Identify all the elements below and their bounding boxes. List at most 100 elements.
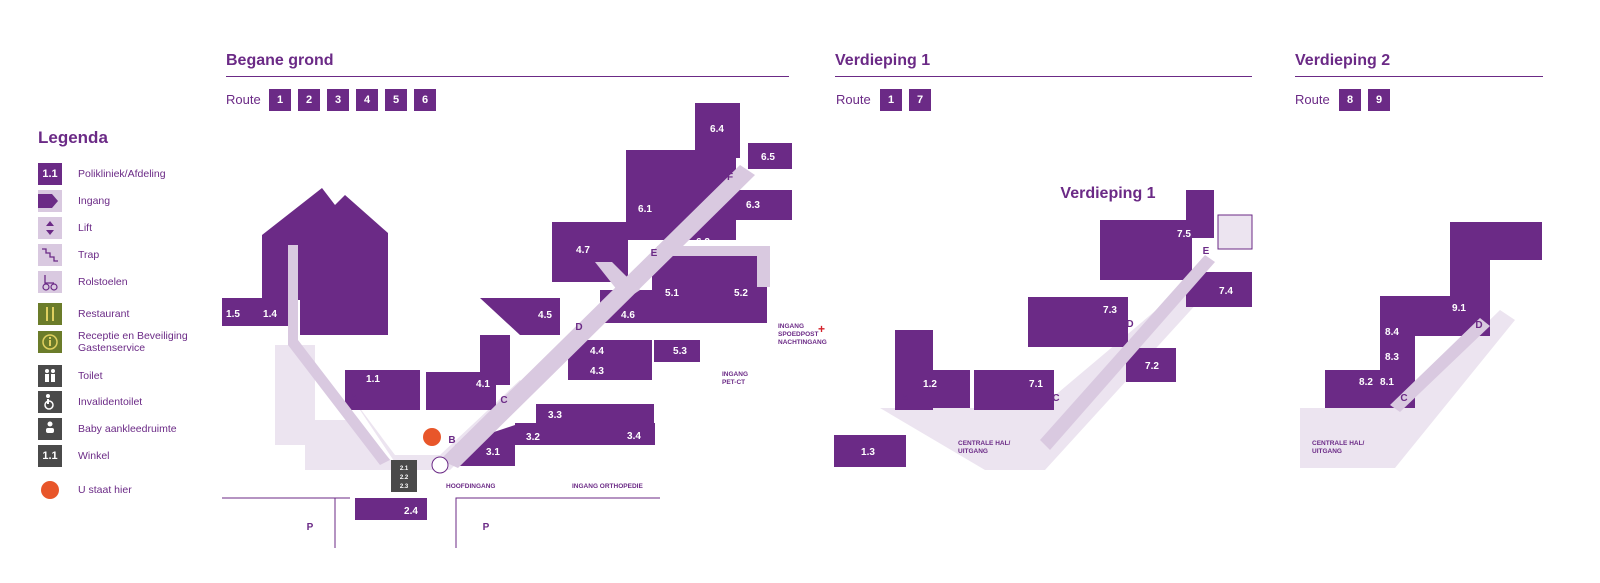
route-button[interactable]: 8	[1339, 89, 1361, 111]
zone-label: D	[1475, 320, 1482, 331]
room-label: 8.2	[1359, 377, 1373, 388]
room-label: 4.6	[621, 310, 635, 321]
zone-label: C	[1052, 393, 1059, 404]
info-icon	[38, 331, 62, 353]
legend-item-lift: Lift	[38, 216, 92, 240]
lift-icon	[38, 217, 62, 239]
legend-label: Lift	[78, 222, 93, 234]
route-button[interactable]: 3	[327, 89, 349, 111]
route-button[interactable]: 1	[269, 89, 291, 111]
room-label: 6.2	[696, 237, 710, 248]
legend-item-stairs: Trap	[38, 243, 99, 267]
entrance-hoofd-label: HOOFDINGANG	[446, 483, 495, 490]
accessible-toilet-icon	[38, 391, 62, 413]
room-label: 5.2	[734, 288, 748, 299]
floor-title-second: Verdieping 2	[1295, 52, 1391, 69]
route-button[interactable]: 1	[880, 89, 902, 111]
department-icon: 1.1	[38, 163, 62, 185]
room-label: 8.4	[1385, 327, 1399, 338]
room-label: 3.4	[627, 431, 641, 442]
floor-divider	[226, 76, 789, 77]
ground-floor-map	[222, 103, 792, 548]
shop-label: 2.3	[400, 484, 409, 490]
legend-item-department: 1.1 Polikliniek/Afdeling	[38, 162, 166, 186]
zone-label: D	[1126, 319, 1133, 330]
shop-icon: 1.1	[38, 445, 62, 467]
legend-label: Winkel	[78, 450, 110, 462]
legend-item-baby: Baby aankleedruimte	[38, 417, 177, 441]
zone-label: B	[448, 435, 455, 446]
zone-label: C	[500, 395, 507, 406]
route-label: Route	[1295, 92, 1330, 107]
legend-item-here: U staat hier	[38, 478, 132, 502]
legend-label: Ingang	[78, 195, 111, 207]
entrance-icon	[38, 190, 62, 212]
room-label: 4.3	[590, 366, 604, 377]
zone-label: E	[651, 248, 658, 259]
baby-changing-icon	[38, 418, 62, 440]
room-label: 4.1	[476, 379, 490, 390]
route-button[interactable]: 6	[414, 89, 436, 111]
you-are-here-icon	[38, 479, 62, 501]
room-label: 4.5	[538, 310, 552, 321]
legend-item-shop: 1.1 Winkel	[38, 444, 110, 468]
legend-item-wheelchair: Rolstoelen	[38, 270, 128, 294]
first-floor-map	[834, 190, 1253, 470]
parking-label: P	[483, 522, 490, 533]
route-label: Route	[836, 92, 871, 107]
room-label: 9.1	[1452, 303, 1466, 314]
hall-label: CENTRALE HAL/UITGANG	[1312, 440, 1365, 455]
room-label: 3.3	[548, 410, 562, 421]
route-button[interactable]: 5	[385, 89, 407, 111]
room-label: 2.4	[404, 506, 418, 517]
legend-label: Rolstoelen	[78, 276, 128, 288]
room-label: 7.1	[1029, 379, 1043, 390]
route-button[interactable]: 7	[909, 89, 931, 111]
room-label: 1.5	[226, 309, 240, 320]
room-label: 4.4	[590, 346, 604, 357]
legend-item-entrance: Ingang	[38, 189, 110, 213]
zone-label: F	[727, 172, 733, 183]
toilet-icon	[38, 365, 62, 387]
legend-title: Legenda	[38, 128, 108, 147]
zone-label: D	[575, 322, 582, 333]
room-label: 8.3	[1385, 352, 1399, 363]
shop-label: 2.1	[400, 466, 409, 472]
route-button[interactable]: 9	[1368, 89, 1390, 111]
legend-label: Trap	[78, 249, 100, 261]
room-label: 8.1	[1380, 377, 1394, 388]
legend-label: Restaurant	[78, 308, 130, 320]
legend-label: Toilet	[78, 370, 103, 382]
room-label: 7.5	[1177, 229, 1191, 240]
room-label: 1.2	[923, 379, 937, 390]
route-button[interactable]: 4	[356, 89, 378, 111]
legend-label: Receptie en Beveiliging Gastenservice	[78, 330, 188, 354]
parking-label: P	[307, 522, 314, 533]
route-label: Route	[226, 92, 261, 107]
floor-divider	[1295, 76, 1543, 77]
room-label: 7.2	[1145, 361, 1159, 372]
restaurant-icon	[38, 303, 62, 325]
room-label: 1.4	[263, 309, 277, 320]
room-label: 6.3	[746, 200, 760, 211]
route-button[interactable]: 2	[298, 89, 320, 111]
wheelchair-icon	[38, 271, 62, 293]
floor-title-first: Verdieping 1	[835, 52, 931, 69]
legend-label: Polikliniek/Afdeling	[78, 168, 166, 180]
hall-label: CENTRALE HAL/UITGANG	[958, 440, 1011, 455]
zone-label: A	[350, 393, 357, 404]
entrance-ortho-label: INGANG ORTHOPEDIE	[572, 483, 643, 490]
legend-item-restaurant: Restaurant	[38, 302, 129, 326]
floor-title-ground: Begane grond	[226, 52, 334, 69]
room-label: 6.5	[761, 152, 775, 163]
legend-label: U staat hier	[78, 484, 132, 496]
room-label: 5.1	[665, 288, 679, 299]
room-label: 1.1	[366, 374, 380, 385]
emergency-plus-icon: +	[818, 322, 825, 336]
room-label: 6.1	[638, 204, 652, 215]
verdieping1-map-title: Verdieping 1	[1060, 185, 1155, 202]
legend-label: Invalidentoilet	[78, 396, 143, 408]
